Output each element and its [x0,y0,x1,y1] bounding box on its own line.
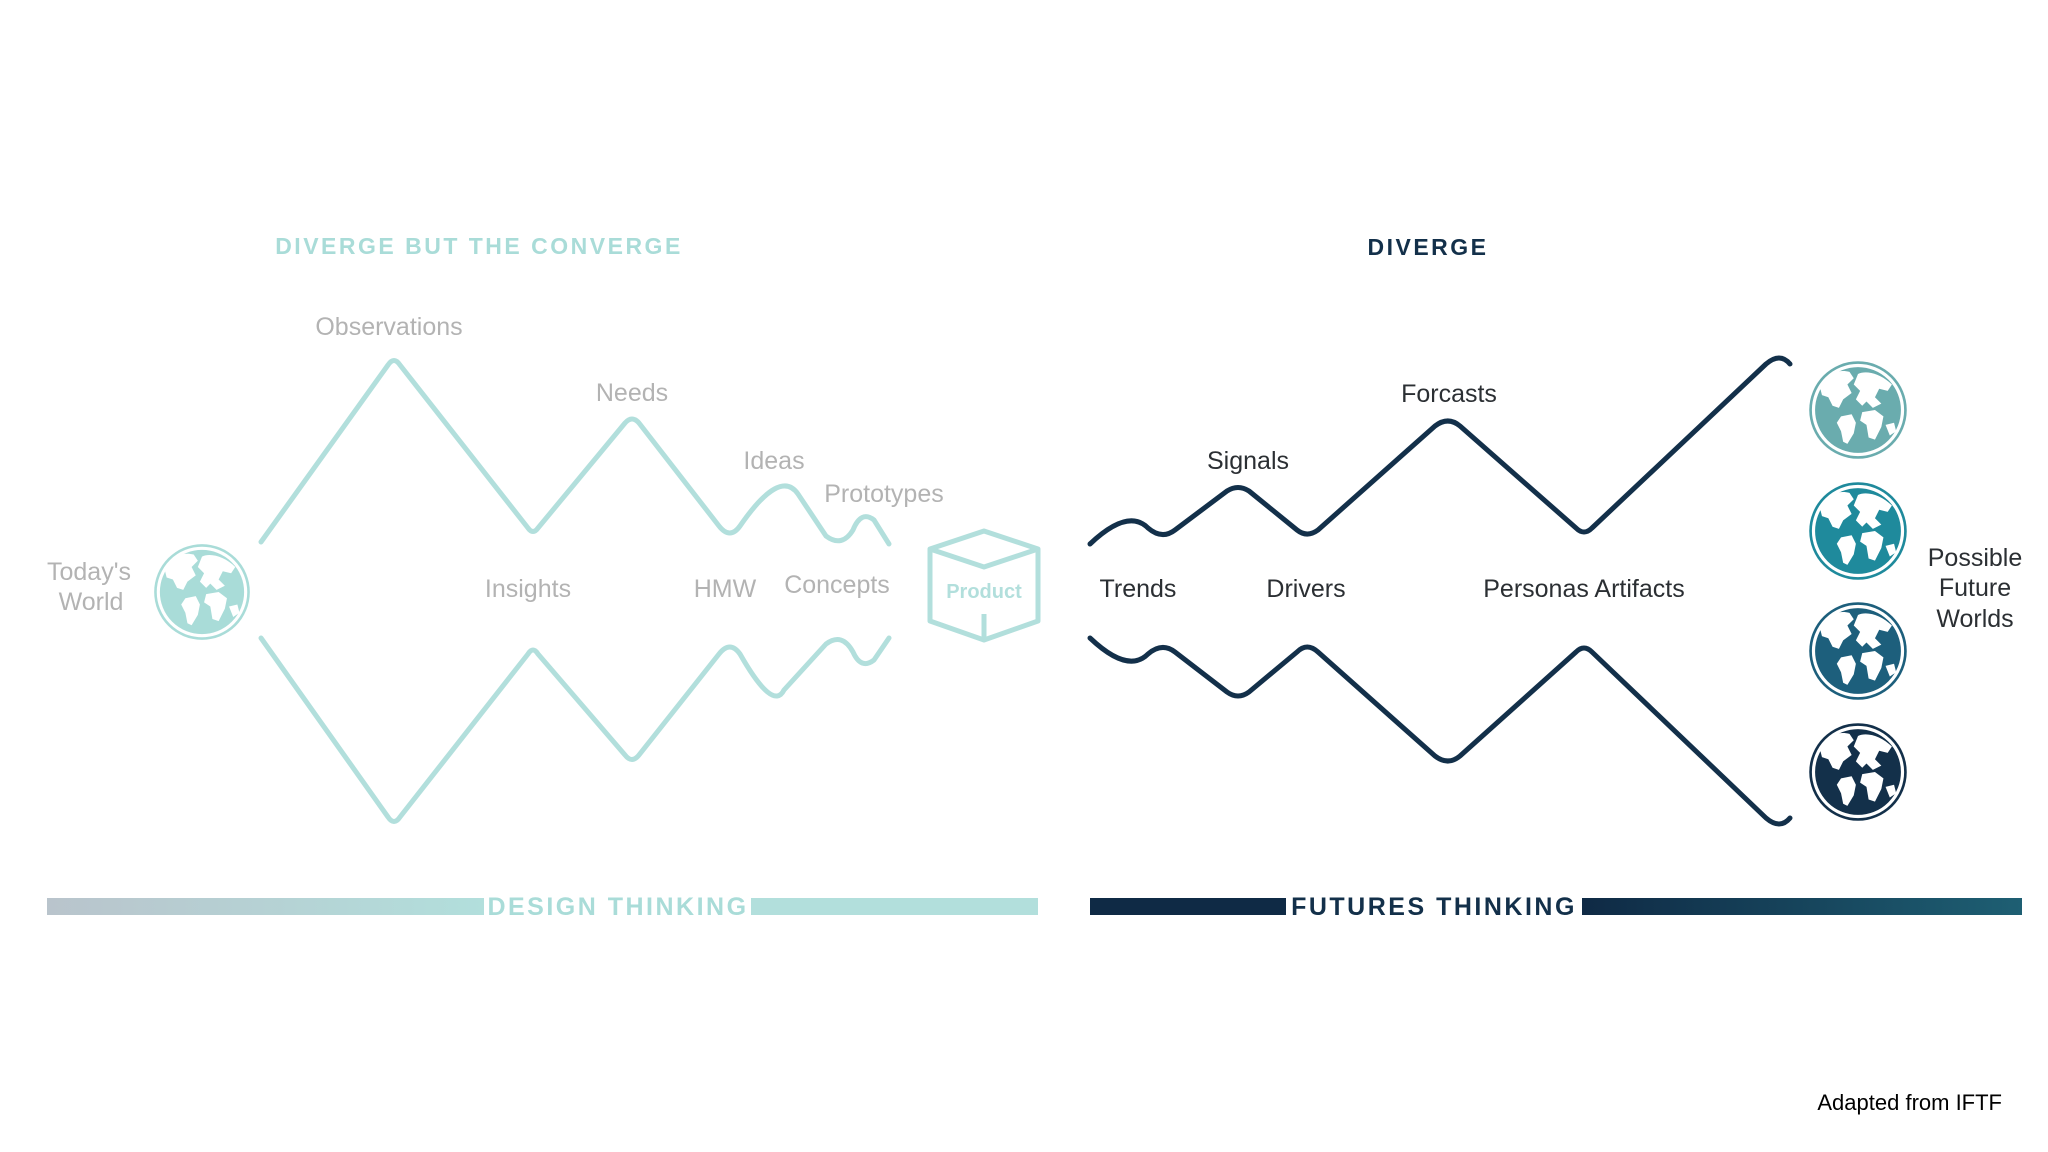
credit-text: Adapted from IFTF [1817,1090,2002,1115]
label-possible-future-worlds-line3: Worlds [1936,605,2013,633]
design-thinking-band-left [47,898,484,915]
future-world-globe-icon-1 [1807,359,1909,461]
label-concepts: Concepts [784,571,890,599]
label-todays-world-line2: World [59,588,124,616]
label-hmw: HMW [694,575,757,603]
future-world-globe-icon-3 [1807,600,1909,702]
future-world-globe-icon-4 [1807,721,1909,823]
futures-thinking-band-label: FUTURES THINKING [1291,893,1577,921]
future-world-globe-icon-2 [1807,480,1909,582]
label-prototypes: Prototypes [824,480,944,508]
label-trends: Trends [1100,575,1177,603]
futures-thinking-band-right [1582,898,2022,915]
futures-thinking-upper-path [1087,355,1793,547]
label-needs: Needs [596,379,668,407]
design-thinking-upper-path [258,358,892,547]
label-insights: Insights [485,575,571,603]
label-signals: Signals [1207,447,1289,475]
label-possible-future-worlds-line2: Future [1939,574,2011,602]
label-personas-artifacts: Personas Artifacts [1483,575,1684,603]
label-ideas: Ideas [743,447,804,475]
todays-world-globe-icon [152,542,252,642]
design-thinking-band-right [751,898,1038,915]
label-possible-future-worlds-line1: Possible [1928,544,2023,572]
futures-thinking-lower-path [1087,635,1793,827]
futures-thinking-band-left [1090,898,1286,915]
design-thinking-lower-path [258,635,892,824]
label-observations: Observations [315,313,462,341]
design-thinking-heading: DIVERGE BUT THE CONVERGE [275,233,683,259]
label-forcasts: Forcasts [1401,380,1497,408]
label-drivers: Drivers [1266,575,1345,603]
product-box-icon [927,528,1041,643]
label-todays-world-line1: Today's [47,558,131,586]
design-thinking-band-label: DESIGN THINKING [487,893,748,921]
futures-thinking-heading: DIVERGE [1367,234,1488,260]
product-label: Product [946,581,1022,603]
